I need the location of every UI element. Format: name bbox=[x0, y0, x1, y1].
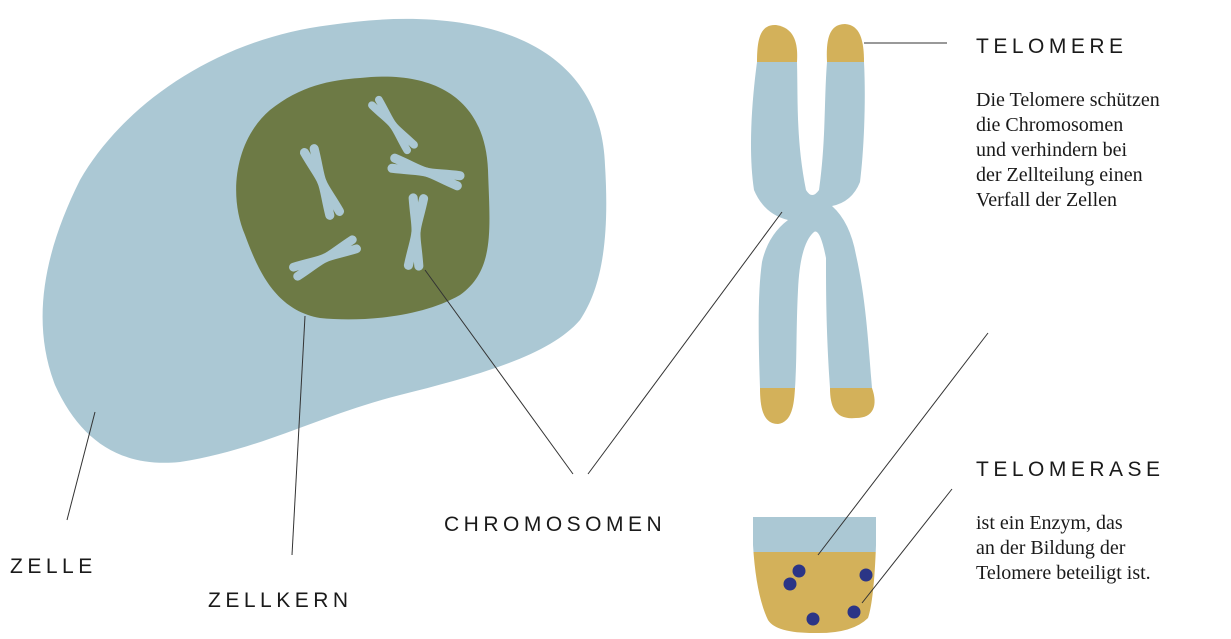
enzyme-dot bbox=[807, 613, 820, 626]
cup-chromosome-part bbox=[740, 510, 890, 552]
enzyme-dot bbox=[793, 565, 806, 578]
telomere-bottom-right bbox=[830, 388, 875, 418]
leader-chromosomen-2 bbox=[588, 212, 782, 474]
telomere-desc-line: der Zellteilung einen bbox=[976, 164, 1143, 186]
telomerase-desc-line: ist ein Enzym, das bbox=[976, 512, 1123, 534]
label-zellkern: ZELLKERN bbox=[208, 589, 353, 612]
telomere-desc-line: Verfall der Zellen bbox=[976, 189, 1117, 211]
telomere-description: Die Telomere schützen die Chromosomen un… bbox=[976, 89, 1165, 211]
telomere-top-left bbox=[757, 25, 797, 62]
telomere-desc-line: und verhindern bei bbox=[976, 139, 1128, 161]
enzyme-dot bbox=[860, 569, 873, 582]
chromosome-body bbox=[751, 62, 872, 388]
telomerase-description: ist ein Enzym, das an der Bildung der Te… bbox=[976, 512, 1151, 584]
large-chromosome bbox=[751, 24, 875, 424]
telomere-desc-line: Die Telomere schützen bbox=[976, 89, 1160, 111]
leader-zelle bbox=[67, 412, 95, 520]
label-telomere: TELOMERE bbox=[976, 35, 1128, 58]
telomere-desc-line: die Chromosomen bbox=[976, 114, 1123, 136]
telomere-top-right bbox=[827, 24, 864, 62]
enzyme-dot bbox=[784, 578, 797, 591]
telomerase-desc-line: an der Bildung der bbox=[976, 537, 1126, 559]
label-chromosomen: CHROMOSOMEN bbox=[444, 513, 666, 536]
label-telomerase: TELOMERASE bbox=[976, 458, 1165, 481]
telomerase-desc-line: Telomere beteiligt ist. bbox=[976, 562, 1151, 584]
nucleus bbox=[236, 77, 489, 320]
enzyme-dot bbox=[848, 606, 861, 619]
telomere-bottom-left bbox=[760, 388, 795, 424]
label-zelle: ZELLE bbox=[10, 555, 97, 578]
